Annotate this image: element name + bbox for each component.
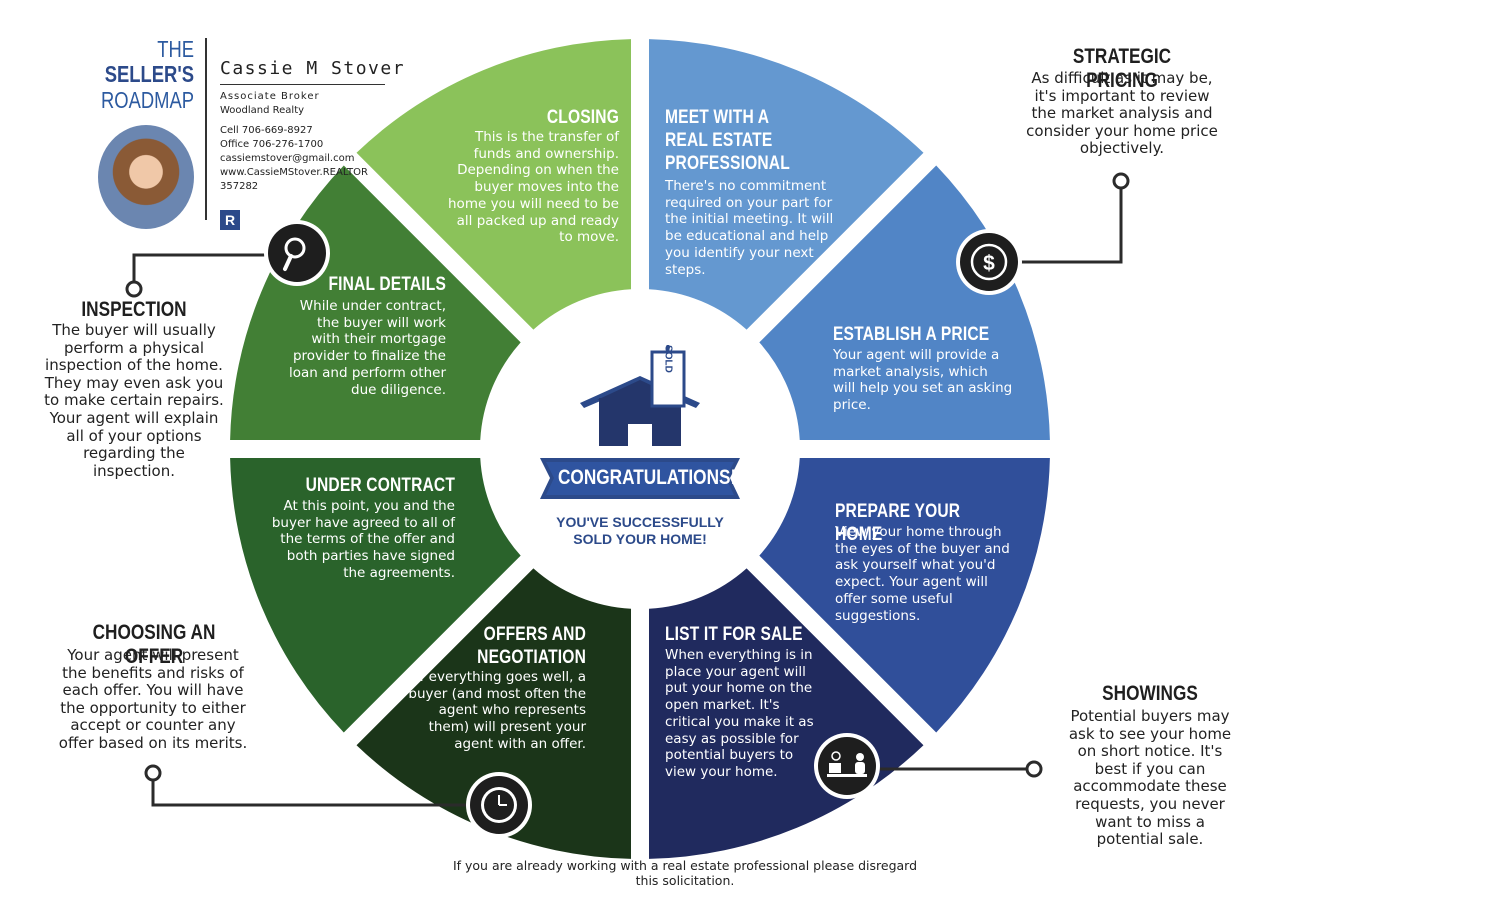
center-line2: SOLD YOUR HOME!	[573, 531, 707, 547]
svg-text:$: $	[983, 252, 995, 275]
center-circle	[483, 292, 797, 606]
price-body: Your agent will provide a market analysi…	[833, 347, 1013, 414]
showings-title: SHOWINGS	[1102, 682, 1198, 705]
name-underline	[220, 84, 385, 85]
avatar	[98, 125, 194, 229]
offers-body: If everything goes well, a buyer (and mo…	[408, 669, 586, 752]
agent-office[interactable]: Office 706-276-1700	[220, 139, 324, 150]
segment-prepare	[759, 457, 1050, 733]
house-icon	[580, 345, 700, 446]
dollar-icon: $	[956, 229, 1022, 295]
agent-name: Cassie M Stover	[220, 58, 406, 79]
brand-roadmap: ROADMAP	[100, 87, 194, 113]
segment-offers	[356, 568, 632, 859]
contract-body: At this point, you and the buyer have ag…	[271, 498, 455, 581]
choosing-offer-title: CHOOSING AN OFFER	[92, 621, 216, 668]
congrats-banner	[540, 458, 740, 499]
choosing-offer-body: Your agent will present the benefits and…	[58, 646, 248, 752]
brand-sellers: SELLER'S	[104, 61, 194, 87]
meet-body: There's no commitment required on your p…	[665, 178, 834, 278]
final-body: While under contract, the buyer will wor…	[289, 298, 446, 398]
list-title: LIST IT FOR SALE	[665, 624, 803, 645]
agent-email[interactable]: cassiemstover@gmail.com	[220, 153, 355, 164]
connector-lines	[132, 188, 1123, 807]
offers-title: OFFERS AND NEGOTIATION	[477, 624, 586, 668]
list-body: When everything is in place your agent w…	[665, 647, 814, 780]
agent-cell[interactable]: Cell 706-669-8927	[220, 125, 313, 136]
inspection-body: The buyer will usually perform a physica…	[44, 321, 224, 480]
pricing-title: STRATEGIC PRICING	[1072, 45, 1172, 92]
prepare-body: View your home through the eyes of the b…	[835, 524, 1010, 624]
sold-sign: SOLD	[663, 345, 674, 373]
center-line1: YOU'VE SUCCESSFULLY	[556, 514, 724, 530]
congrats-text: CONGRATULATIONS!	[558, 466, 737, 489]
final-title: FINAL DETAILS	[328, 274, 446, 295]
pricing-body: As difficult as it may be, it's importan…	[1026, 69, 1218, 158]
magnifier-icon	[264, 220, 330, 286]
segment-contract	[230, 457, 521, 733]
agent-license: 357282	[220, 181, 259, 192]
segment-closing	[356, 39, 632, 330]
contract-title: UNDER CONTRACT	[305, 475, 455, 496]
segment-meet	[648, 39, 924, 330]
prepare-title: PREPARE YOUR HOME	[835, 501, 961, 545]
closing-title: CLOSING	[546, 107, 619, 128]
realtor-logo: R	[220, 210, 240, 230]
people-icon	[814, 733, 880, 799]
connector-dots	[125, 172, 1130, 782]
closing-body: This is the transfer of funds and owners…	[448, 129, 619, 246]
brand-divider	[205, 38, 207, 220]
footer-disclaimer: If you are already working with a real e…	[452, 858, 918, 888]
price-title: ESTABLISH A PRICE	[833, 324, 990, 345]
showings-body: Potential buyers may ask to see your hom…	[1068, 707, 1232, 849]
agent-website[interactable]: www.CassieMStover.REALTOR	[220, 167, 368, 178]
meet-title: MEET WITH A REAL ESTATE PROFESSIONAL	[665, 107, 790, 174]
clock-icon	[466, 772, 532, 838]
inspection-title: INSPECTION	[81, 298, 187, 321]
agent-title: Associate Broker	[220, 91, 320, 102]
brand-the: THE	[157, 36, 194, 62]
agent-company: Woodland Realty	[220, 105, 305, 116]
